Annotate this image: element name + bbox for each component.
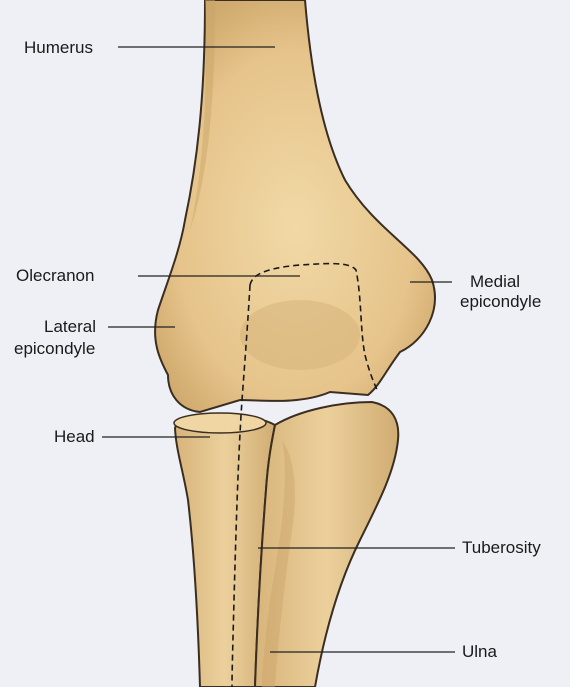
label-medial-epicondyle-line1: Medial [470, 272, 520, 292]
label-olecranon: Olecranon [16, 266, 94, 286]
label-humerus: Humerus [24, 38, 93, 58]
label-head: Head [54, 427, 95, 447]
label-ulna: Ulna [462, 642, 497, 662]
label-tuberosity: Tuberosity [462, 538, 541, 558]
label-lateral-epicondyle-line1: Lateral [44, 317, 96, 337]
condyle-shadow [240, 300, 360, 370]
radius-head-top [174, 413, 266, 433]
label-medial-epicondyle-line2: epicondyle [460, 292, 541, 312]
label-lateral-epicondyle-line2: epicondyle [14, 339, 95, 359]
